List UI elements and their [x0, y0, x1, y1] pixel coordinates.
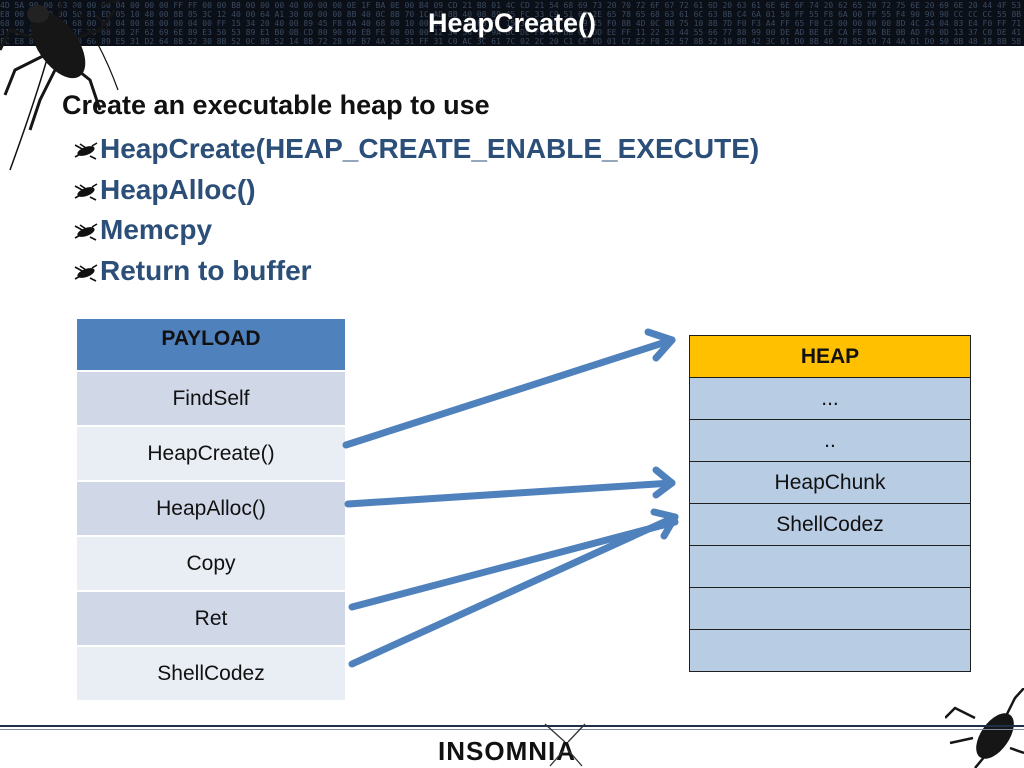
hex-background: 4D 5A 90 00 03 00 00 00 04 00 00 00 FF F… — [0, 1, 1024, 10]
sub-bullet-1: HeapCreate(HEAP_CREATE_ENABLE_EXECUTE) — [72, 133, 759, 165]
payload-header: PAYLOAD — [77, 319, 345, 371]
payload-table: PAYLOAD FindSelf HeapCreate() HeapAlloc(… — [77, 319, 345, 700]
heap-table: HEAP ... .. HeapChunk ShellCodez — [689, 335, 971, 672]
sub-bullet-4: Return to buffer — [72, 255, 312, 287]
slide-title: HeapCreate() — [427, 8, 597, 38]
sub-bullet-3: Memcpy — [72, 214, 212, 246]
heap-header: HEAP — [689, 335, 971, 378]
payload-row-heapcreate: HeapCreate() — [77, 425, 345, 481]
arrow-head — [652, 466, 676, 499]
cockroach-bullet-icon — [74, 182, 98, 201]
heap-row-empty — [689, 587, 971, 630]
payload-row-shellcodez: ShellCodez — [77, 645, 345, 700]
sub-bullet-text: HeapCreate(HEAP_CREATE_ENABLE_EXECUTE) — [100, 133, 760, 164]
sub-bullet-text: HeapAlloc() — [100, 174, 256, 205]
main-bullet: Create an executable heap to use — [62, 90, 490, 120]
heap-row: .. — [689, 419, 971, 462]
footer-divider — [0, 725, 1024, 727]
payload-row-copy: Copy — [77, 535, 345, 591]
title-bar: 4D 5A 90 00 03 00 00 00 04 00 00 00 FF F… — [0, 0, 1024, 46]
sub-bullet-text: Return to buffer — [100, 255, 312, 286]
heap-row: ... — [689, 377, 971, 420]
payload-row-heapalloc: HeapAlloc() — [77, 480, 345, 536]
cockroach-bullet-icon — [74, 222, 98, 241]
heap-row-empty — [689, 545, 971, 588]
cockroach-icon — [0, 0, 120, 171]
arrow-ret-to-shellcodez — [348, 518, 679, 611]
arrow-heapalloc-to-heapchunk — [344, 479, 676, 508]
heap-row-empty — [689, 629, 971, 672]
heap-row-shellcodez: ShellCodez — [689, 503, 971, 546]
cockroach-icon — [544, 723, 586, 767]
cockroach-icon — [945, 688, 1024, 768]
payload-row-ret: Ret — [77, 590, 345, 646]
sub-bullet-2: HeapAlloc() — [72, 174, 256, 206]
payload-row-findself: FindSelf — [77, 370, 345, 426]
footer-divider — [0, 729, 1024, 730]
arrow-head — [650, 508, 679, 540]
heap-row-heapchunk: HeapChunk — [689, 461, 971, 504]
cockroach-bullet-icon — [74, 141, 98, 160]
arrow-heapcreate-to-heap — [342, 336, 676, 449]
brand-logo: INSOMNIA — [438, 736, 576, 766]
cockroach-bullet-icon — [74, 263, 98, 282]
arrow-head — [644, 328, 676, 362]
arrow-shellcodez-to-heap — [348, 513, 679, 668]
sub-bullet-text: Memcpy — [100, 214, 213, 245]
